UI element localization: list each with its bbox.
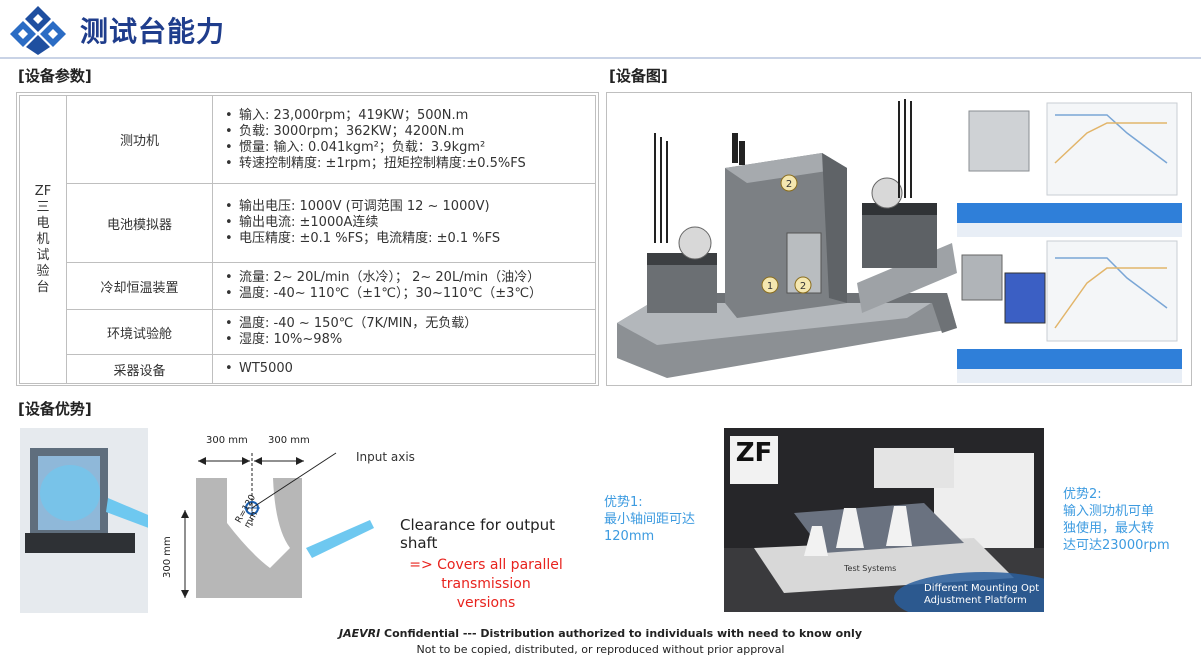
spec-value: 负载: 3000rpm；362KW；4200N.m (223, 124, 587, 140)
dimension-vertical: 300 mm (162, 536, 173, 578)
cooling-unit-render (968, 110, 1030, 172)
section-header-params: [设备参数] (18, 67, 92, 85)
covers-note: => Covers all parallel transmission vers… (409, 557, 563, 611)
spec-value: 流量: 2~ 20L/min（水冷）； 2~ 20L/min（油冷） (223, 270, 587, 286)
confidential-notice: JAEVRI Confidential --- Distribution aut… (0, 627, 1201, 640)
clearance-diagram-panel: 300 mm 300 mm 300 mm R=120 mm Input axis… (20, 428, 596, 613)
advantage-2-note: 优势2: 输入测功机可单 独使用，最大转 达可达23000rpm (1063, 487, 1170, 553)
clearance-label: Clearance for output shaft (400, 516, 556, 552)
spec-value: 湿度: 10%~98% (223, 332, 587, 348)
marker-label: 2 (786, 179, 792, 190)
chamber-render (1004, 272, 1046, 324)
battery-sim-render (961, 254, 1003, 301)
title-divider (0, 57, 1201, 59)
spec-value: 输入: 23,000rpm；419KW；500N.m (223, 108, 587, 124)
spec-item-cooling-unit: 冷却恒温装置 (66, 262, 213, 310)
spec-group-label: ZF 三 电 机 试 验 台 (19, 95, 67, 384)
spec-item-acquisition: 采器设备 (66, 354, 213, 384)
spec-value: WT5000 (223, 361, 587, 377)
spec-item-environment-chamber: 环境试验舱 (66, 309, 213, 355)
dimension-left: 300 mm (206, 435, 248, 446)
spec-item-battery-simulator: 电池模拟器 (66, 183, 213, 263)
spec-table: ZF 三 电 机 试 验 台 测功机 输入: 23,000rpm；419KW；5… (19, 95, 596, 384)
spec-value: 输出电流: ±1000A连续 (223, 215, 587, 231)
input-axis-label: Input axis (356, 450, 415, 464)
photo-caption: Different Mounting Opt Adjustment Platfo… (924, 583, 1040, 606)
spec-row-cooling-unit: 冷却恒温装置 流量: 2~ 20L/min（水冷）； 2~ 20L/min（油冷… (20, 262, 596, 310)
test-bench-photo: ZF Test Systems Different Mounting Opt A… (724, 428, 1044, 612)
photo-plate: Test Systems (844, 564, 897, 573)
zf-logo-icon (730, 436, 778, 484)
spec-value: 电压精度: ±0.1 %FS；电流精度: ±0.1 %FS (223, 231, 587, 247)
spec-panel: ZF 三 电 机 试 验 台 测功机 输入: 23,000rpm；419KW；5… (16, 92, 599, 386)
marker-label: 1 (767, 281, 773, 292)
spec-value: 输出电压: 1000V (可调范围 12 ~ 1000V) (223, 199, 587, 215)
spec-value: 温度: -40 ~ 150℃（7K/MIN，无负载） (223, 316, 587, 332)
performance-chart-1 (1046, 102, 1178, 196)
spec-value: 惯量: 输入: 0.041kgm²；负载：3.9kgm² (223, 140, 587, 156)
equipment-diagram-panel: 2 1 2 (606, 92, 1192, 386)
spec-value: 温度: -40~ 110℃（±1℃）；30~110℃（±3℃） (223, 286, 587, 302)
copy-notice: Not to be copied, distributed, or reprod… (416, 643, 785, 656)
advantage-1-note: 优势1: 最小轴间距可达 120mm (604, 495, 696, 544)
spec-row-battery-simulator: 电池模拟器 输出电压: 1000V (可调范围 12 ~ 1000V) 输出电流… (20, 183, 596, 263)
clearance-diagram (20, 428, 596, 613)
spec-row-environment-chamber: 环境试验舱 温度: -40 ~ 150℃（7K/MIN，无负载） 湿度: 10%… (20, 309, 596, 355)
photo-brand: ZF (735, 438, 773, 468)
spec-value: 转速控制精度: ±1rpm；扭矩控制精度:±0.5%FS (223, 156, 587, 172)
section-header-advantages: [设备优势] (18, 400, 92, 418)
dimension-right: 300 mm (268, 435, 310, 446)
marker-label: 2 (800, 281, 806, 292)
page-title: 测试台能力 (80, 15, 226, 48)
spec-row-dynamometer: ZF 三 电 机 试 验 台 测功机 输入: 23,000rpm；419KW；5… (19, 95, 596, 384)
spec-item-dynamometer: 测功机 (66, 95, 213, 184)
footer-line1: Confidential --- Distribution authorized… (380, 627, 862, 640)
company-logo-icon (10, 6, 66, 55)
spec-row-acquisition: 采器设备 WT5000 (20, 354, 596, 384)
test-bench-illustration: 2 1 2 (617, 99, 1182, 383)
footer-brand: JAEVRI (339, 627, 381, 640)
section-header-diagram: [设备图] (609, 67, 668, 85)
performance-chart-2 (1046, 240, 1178, 342)
